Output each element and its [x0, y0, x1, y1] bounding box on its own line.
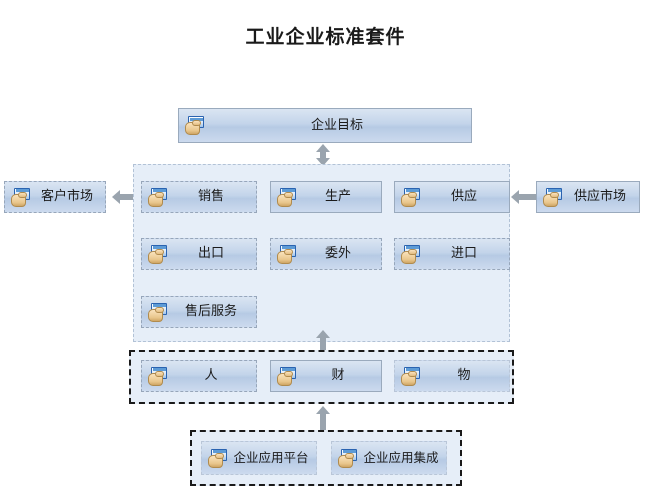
node-label: 供应市场 — [573, 189, 626, 205]
app-window-hand-icon — [148, 366, 170, 386]
double-vertical-arrow-goal-core — [313, 144, 333, 166]
node-export[interactable]: 出口 — [141, 238, 257, 270]
node-supply-market[interactable]: 供应市场 — [536, 181, 640, 213]
app-window-hand-icon — [277, 366, 299, 386]
node-label: 物 — [457, 368, 471, 384]
app-window-hand-icon — [338, 448, 360, 468]
app-window-hand-icon — [11, 187, 33, 207]
node-sales[interactable]: 销售 — [141, 181, 257, 213]
page-title: 工业企业标准套件 — [245, 26, 406, 48]
node-label: 委外 — [324, 246, 351, 262]
node-label: 销售 — [197, 189, 224, 205]
app-window-hand-icon — [543, 187, 565, 207]
up-arrow-resources-to-core — [313, 330, 333, 352]
app-window-hand-icon — [148, 302, 170, 322]
app-window-hand-icon — [148, 187, 170, 207]
node-label: 企业应用集成 — [363, 450, 439, 466]
up-arrow-platform-to-resources — [313, 406, 333, 432]
node-label: 出口 — [197, 246, 224, 262]
node-outsourcing[interactable]: 委外 — [270, 238, 382, 270]
node-label: 企业目标 — [310, 117, 363, 133]
node-label: 人 — [204, 368, 218, 384]
node-materials[interactable]: 物 — [394, 360, 510, 392]
node-customer-market[interactable]: 客户市场 — [4, 181, 106, 213]
app-window-hand-icon — [208, 448, 230, 468]
app-window-hand-icon — [185, 116, 207, 135]
node-import[interactable]: 进口 — [394, 238, 510, 270]
node-label: 客户市场 — [40, 189, 93, 205]
app-window-hand-icon — [277, 187, 299, 207]
app-window-hand-icon — [148, 244, 170, 264]
node-people[interactable]: 人 — [141, 360, 257, 392]
app-window-hand-icon — [401, 187, 423, 207]
node-supply[interactable]: 供应 — [394, 181, 510, 213]
node-finance[interactable]: 财 — [270, 360, 382, 392]
node-label: 售后服务 — [184, 304, 237, 320]
node-label: 企业应用平台 — [233, 450, 309, 466]
node-enterprise-goal[interactable]: 企业目标 — [178, 108, 472, 143]
left-arrow-sales-to-customer-market — [112, 189, 136, 205]
node-label: 供应 — [450, 189, 477, 205]
node-enterprise-application-integration[interactable]: 企业应用集成 — [331, 441, 447, 475]
node-label: 财 — [331, 368, 345, 384]
app-window-hand-icon — [277, 244, 299, 264]
app-window-hand-icon — [401, 244, 423, 264]
app-window-hand-icon — [401, 366, 423, 386]
node-production[interactable]: 生产 — [270, 181, 382, 213]
node-after-sales-service[interactable]: 售后服务 — [141, 296, 257, 328]
node-enterprise-application-platform[interactable]: 企业应用平台 — [201, 441, 317, 475]
node-label: 进口 — [450, 246, 477, 262]
left-arrow-supply-market-to-supply — [511, 189, 536, 205]
node-label: 生产 — [324, 189, 351, 205]
